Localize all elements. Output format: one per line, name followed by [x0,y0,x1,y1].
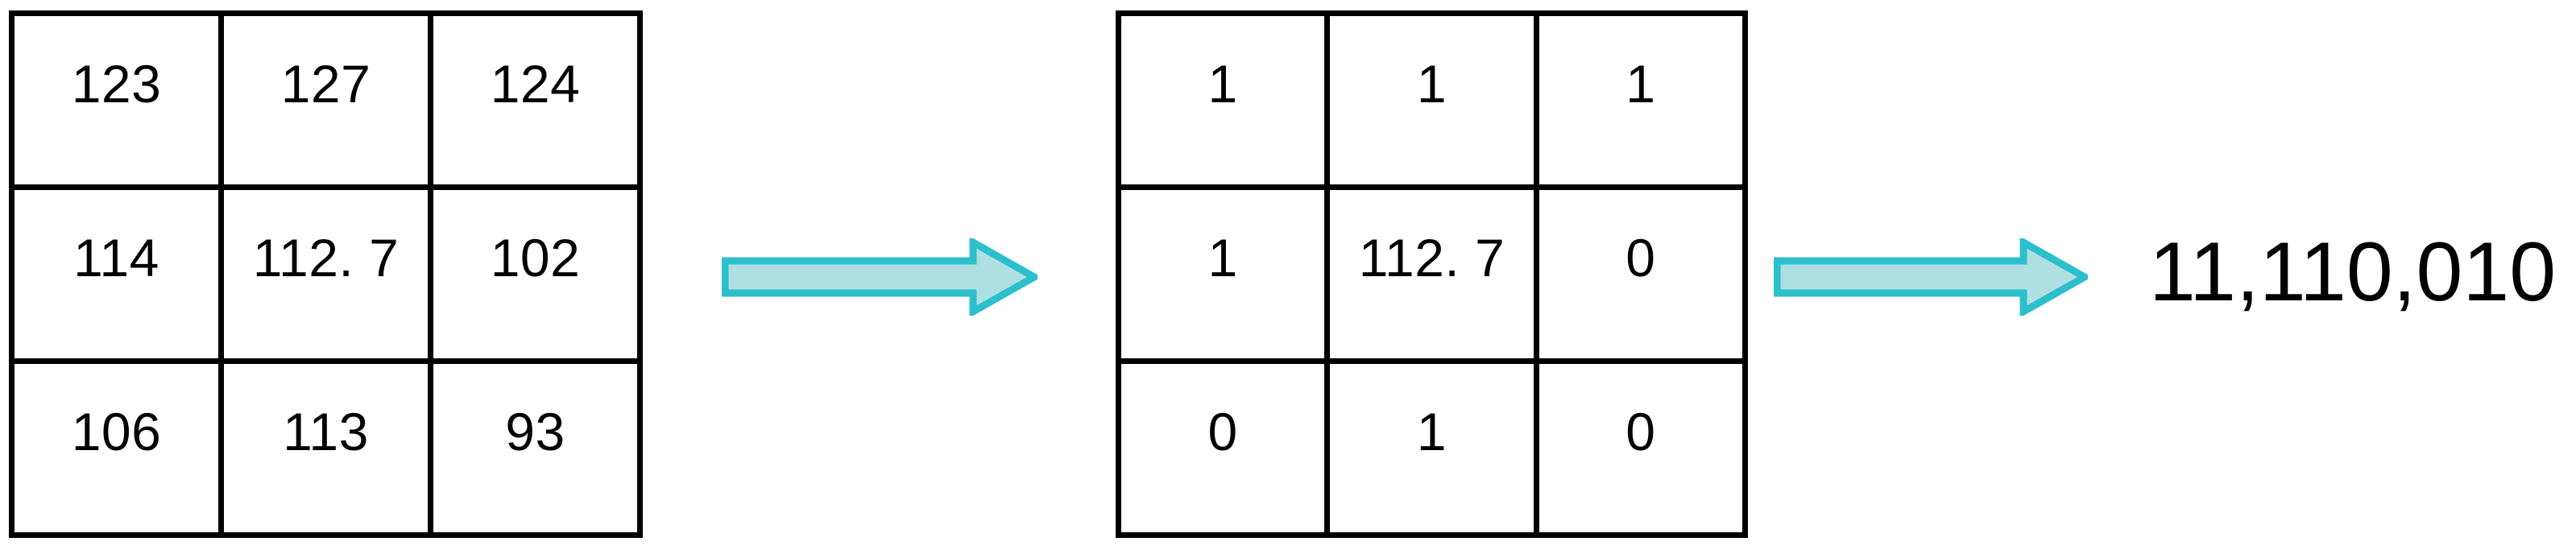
thresholded-binary-matrix: 1 1 1 1 112. 7 0 0 1 0 [1116,10,1748,538]
matrix-cell: 1 [1539,16,1748,190]
right-arrow-icon [722,238,1037,316]
matrix-cell: 1 [1121,16,1331,190]
matrix-cell: 124 [433,16,643,190]
matrix-cell: 113 [224,364,433,538]
matrix-cell: 1 [1330,364,1539,538]
matrix-cell: 1 [1330,16,1539,190]
matrix-cell: 127 [224,16,433,190]
matrix-cell-center: 112. 7 [1330,190,1539,364]
matrix-cell: 102 [433,190,643,364]
matrix-cell-center: 112. 7 [224,190,433,364]
matrix-cell: 1 [1121,190,1331,364]
matrix-cell: 0 [1539,190,1748,364]
matrix-cell: 114 [14,190,224,364]
matrix-cell: 93 [433,364,643,538]
encoded-binary-result: 11,110,010 [2149,225,2557,319]
matrix-cell: 0 [1121,364,1331,538]
matrix-cell: 0 [1539,364,1748,538]
matrix-cell: 106 [14,364,224,538]
matrix-cell: 123 [14,16,224,190]
right-arrow-icon [1774,238,2088,316]
pixel-intensity-matrix: 123 127 124 114 112. 7 102 106 113 93 [9,10,643,538]
